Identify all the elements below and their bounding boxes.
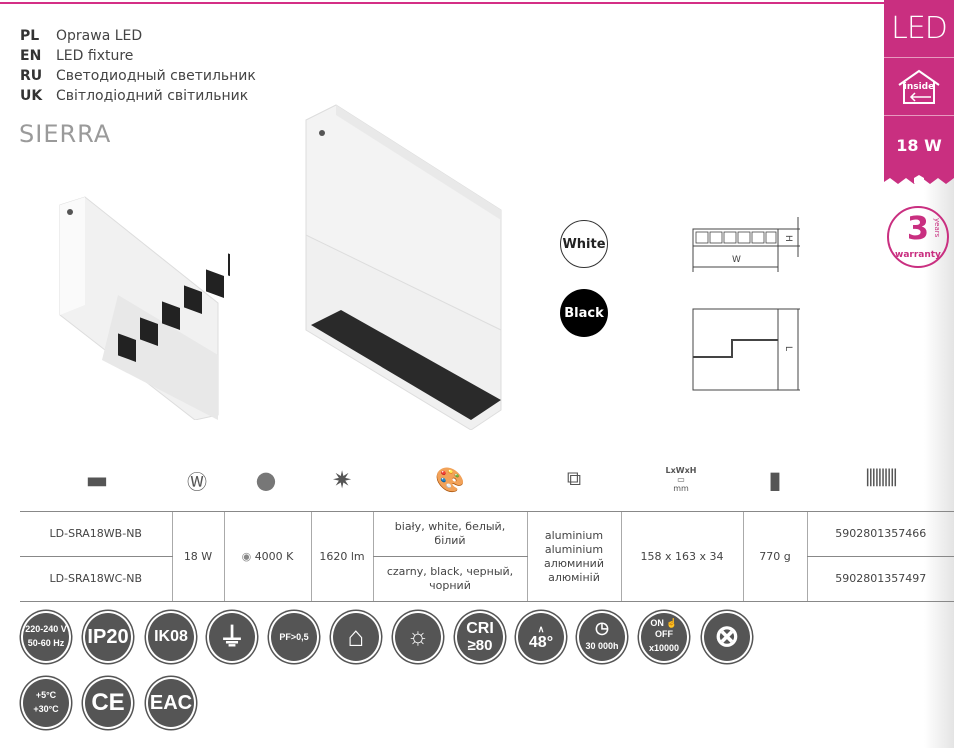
badge-line1: ⌂ [347,621,365,652]
badge-line2: ≥80 [467,637,493,654]
svg-text:inside: inside [904,82,934,92]
color-cell: czarny, black, черный, чорний [372,556,527,602]
badge-ce-icon: CE [83,677,133,729]
feature-ribbon: LED inside 18 W [884,0,954,170]
dimensions-icon: LxWxH▭mm [665,466,697,493]
color-swatch-white: White [560,220,608,268]
product-code: LD-SRA18WB-NB [20,511,172,557]
badge-eac-icon: EAC [146,677,196,729]
weight-icon: ▮ [768,466,782,494]
product-names: PL Oprawa LED EN LED fixture RU Светодиодны… [20,26,256,106]
flux-cell: 1620 lm [310,511,373,602]
svg-text:H: H [783,235,793,242]
badge-line1: EAC [149,692,193,714]
badge-line1: CE [91,689,125,716]
lang-code: RU [20,68,43,84]
barcode-icon: |||||||||| [864,466,899,487]
badge-ik-icon: IK08 [146,611,196,663]
badge-line2: +30°C [33,703,59,714]
badge-line1: CRI [466,620,494,637]
badge-temperature-icon: +5°C +30°C [21,677,71,729]
model-name: SIERRA [19,120,112,148]
product-name: Oprawa LED [56,28,143,44]
material-cell: aluminium aluminium алюминий алюміній [526,511,621,602]
material-cubes-icon: ⧉ [566,466,582,490]
cct-value: 4000 K [254,549,294,563]
lang-code: EN [20,48,42,64]
badge-line1: ⊗ [714,620,740,653]
badge-line1: 220-240 V [25,623,67,634]
dimension-drawing: W H L [692,217,800,391]
badge-mounting-icon: ☼ [393,611,443,663]
power-cell: 18 W [171,511,224,602]
badge-indoor-icon: ⌂ [331,611,381,663]
ean-cell: 5902801357497 [806,556,954,602]
badge-line1: IP20 [87,626,129,648]
product-name: LED fixture [56,48,134,64]
badge-pf-icon: PF>0,5 [269,611,319,663]
hexagon-decoration [884,168,954,186]
badge-voltage-icon: 220-240 V 50-60 Hz [21,611,71,663]
svg-text:L: L [783,346,793,351]
power-watt-icon: Ⓦ [187,470,207,494]
warranty-years-label: years [933,218,941,238]
badge-ground-icon: ⏚ [207,611,257,663]
top-accent-line [0,2,886,4]
spec-icons-row: ▬ Ⓦ ● ✷ 🎨 ⧉ LxWxH▭mm ▮ |||||||||| [0,466,954,506]
badge-no-dimming-icon: ⊗ [702,611,752,663]
badge-ip-icon: IP20 [83,611,133,663]
product-image-front [305,104,502,430]
palette-icon: 🎨 [435,466,465,494]
table-row: LD-SRA18WC-NB czarny, black, черный, чор… [20,556,954,602]
color-temperature-icon: ● [255,466,277,494]
warranty-years-number: 3 [906,209,930,247]
badge-line2: x10000 [648,643,680,653]
badge-line1: ◷ [595,620,609,637]
spec-table: LD-SRA18WB-NB 18 W ◉ 4000 K 1620 lm biał… [20,511,954,602]
badge-line2: 50-60 Hz [27,637,65,648]
badge-line2: 30 000h [585,641,619,651]
badge-beam-angle-icon: ∧48° [516,611,566,663]
badge-cri-icon: CRI≥80 [455,611,505,663]
product-name: Светодиодный светильник [56,68,256,84]
product-image-angled [59,196,230,420]
folder-icon: ▬ [85,466,109,494]
luminous-flux-icon: ✷ [331,466,353,494]
badge-line1: PF>0,5 [279,631,309,642]
svg-text:W: W [732,255,741,265]
lang-code: UK [20,88,43,104]
color-swatch-black: Black [560,289,608,337]
badge-switching-icon: ON ☝ OFF x10000 [639,611,689,663]
badge-line2: IK08 [154,628,188,645]
weight-cell: 770 g [742,511,807,602]
dimensions-cell: 158 x 163 x 34 [620,511,743,602]
color-cell: biały, white, белый, білий [372,511,527,557]
badge-line1: ⏚ [218,622,245,652]
badge-lifetime-icon: ◷ 30 000h [577,611,627,663]
badge-line2: 48° [528,633,554,651]
warranty-badge: 3 years warranty [887,206,949,268]
lang-code: PL [20,28,40,44]
table-row: LD-SRA18WB-NB 18 W ◉ 4000 K 1620 lm biał… [20,511,954,602]
badge-line1: +5°C [35,689,57,700]
warranty-label: warranty [895,250,941,260]
indoor-house-icon: inside [884,58,954,116]
badge-line1: ∧ [537,623,545,634]
led-logo: LED [891,11,948,46]
product-code: LD-SRA18WC-NB [20,556,172,602]
power-label: 18 W [896,135,942,155]
badge-line1: ON ☝ OFF [650,618,678,639]
ean-cell: 5902801357466 [806,511,954,557]
product-name: Світлодіодний світильник [56,88,249,104]
badge-line1: ☼ [407,623,429,650]
cct-cell: ◉ 4000 K [223,511,311,602]
